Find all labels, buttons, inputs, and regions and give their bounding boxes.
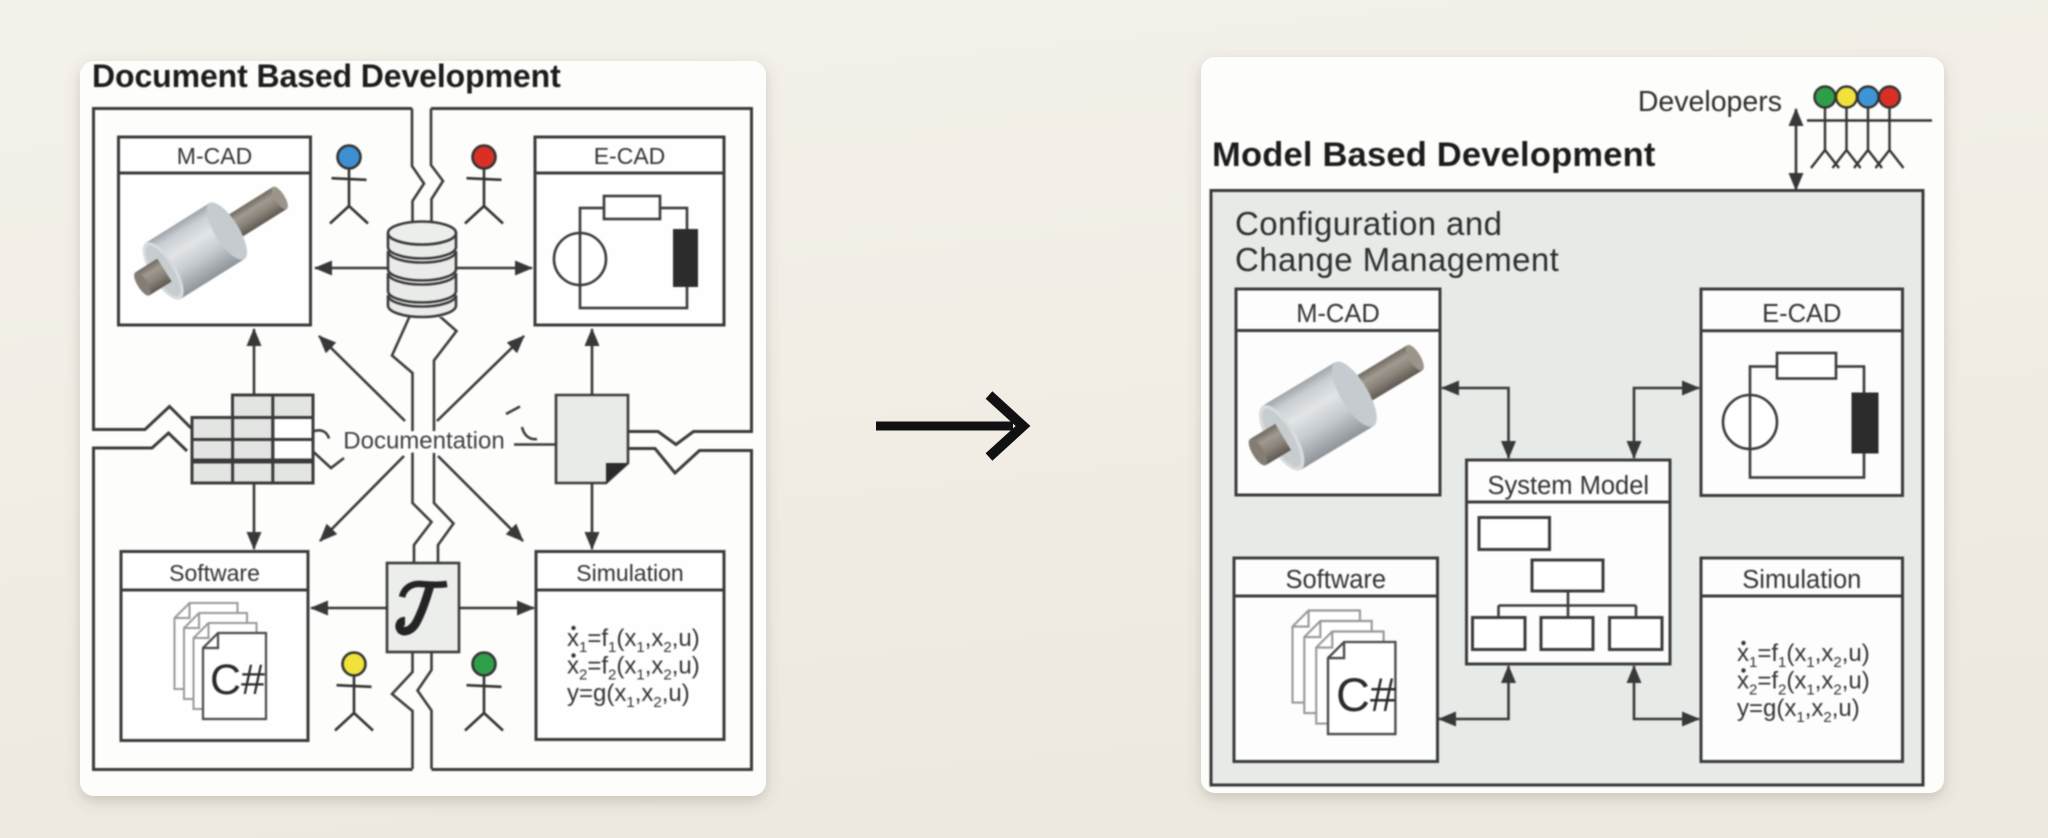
svg-text:x2=f2(x1,x2,u): x2=f2(x1,x2,u) <box>567 653 700 684</box>
svg-text:Model Based Development: Model Based Development <box>1212 136 1656 174</box>
svg-text:Software: Software <box>1285 566 1386 594</box>
svg-text:M-CAD: M-CAD <box>177 143 252 169</box>
svg-text:C#: C# <box>210 656 265 704</box>
svg-text:Document Based Development: Document Based Development <box>92 58 561 94</box>
svg-text:x1=f1(x1,x2,u): x1=f1(x1,x2,u) <box>567 625 700 656</box>
svg-text:Documentation: Documentation <box>343 428 504 455</box>
svg-text:Configuration and: Configuration and <box>1235 205 1502 242</box>
svg-text:Developers: Developers <box>1638 86 1782 118</box>
svg-text:Simulation: Simulation <box>576 560 683 586</box>
svg-text:C#: C# <box>1336 668 1396 721</box>
svg-text:x2=f2(x1,x2,u): x2=f2(x1,x2,u) <box>1737 668 1870 699</box>
svg-text:Change Management: Change Management <box>1235 241 1559 278</box>
svg-text:M-CAD: M-CAD <box>1296 300 1380 328</box>
svg-text:E-CAD: E-CAD <box>594 143 666 169</box>
svg-text:Simulation: Simulation <box>1742 566 1861 594</box>
svg-text:System Model: System Model <box>1488 472 1650 500</box>
svg-text:x1=f1(x1,x2,u): x1=f1(x1,x2,u) <box>1737 640 1870 671</box>
svg-text:Software: Software <box>169 560 260 586</box>
svg-text:E-CAD: E-CAD <box>1762 300 1841 328</box>
